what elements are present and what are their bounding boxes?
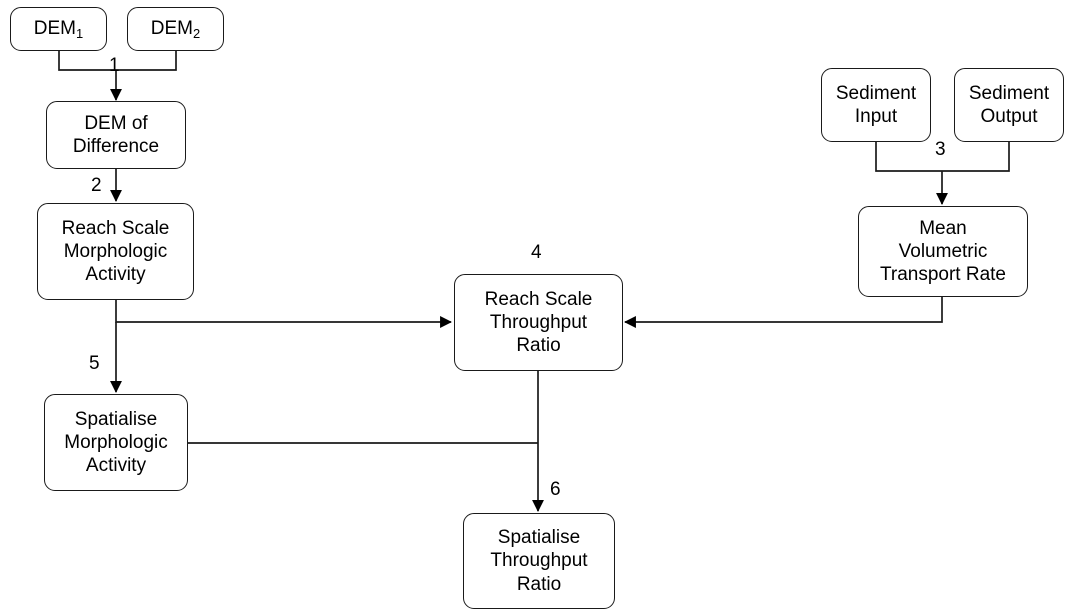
edge-label-step-5: 5 [89,353,100,374]
node-sediment-input-label: Sediment Input [835,82,917,127]
node-dem1[interactable]: DEM1 [10,7,107,51]
node-reach-scale-morphologic-activity[interactable]: Reach Scale Morphologic Activity [37,203,194,300]
node-spatialise-morphologic-activity[interactable]: Spatialise Morphologic Activity [44,394,188,491]
node-sediment-output[interactable]: Sediment Output [954,68,1064,142]
node-reach-scale-throughput-ratio[interactable]: Reach Scale Throughput Ratio [454,274,623,371]
edge-mvtr-to-rstr [624,297,943,328]
node-spatialise-morphologic-activity-label: Spatialise Morphologic Activity [64,408,168,477]
node-dem1-subscript: 1 [76,26,84,42]
node-sediment-input[interactable]: Sediment Input [821,68,931,142]
node-dem-of-difference[interactable]: DEM of Difference [46,101,186,169]
node-mean-volumetric-transport-rate-label: Mean Volumetric Transport Rate [879,217,1006,286]
node-reach-scale-throughput-ratio-label: Reach Scale Throughput Ratio [484,288,593,357]
node-reach-scale-morphologic-activity-label: Reach Scale Morphologic Activity [61,217,170,286]
edge-label-step-3: 3 [935,139,946,160]
edge-label-step-6: 6 [550,479,561,500]
node-dem1-label: DEM1 [33,18,84,42]
node-dem-of-difference-label: DEM of Difference [72,112,160,157]
node-mean-volumetric-transport-rate[interactable]: Mean Volumetric Transport Rate [858,206,1028,297]
node-dem2-label: DEM2 [150,18,201,42]
node-spatialise-throughput-ratio[interactable]: Spatialise Throughput Ratio [463,513,615,609]
node-dem2-subscript: 2 [193,26,201,42]
edge-label-step-4: 4 [531,242,542,263]
node-sediment-output-label: Sediment Output [968,82,1050,127]
node-spatialise-throughput-ratio-label: Spatialise Throughput Ratio [490,527,588,595]
edge-label-step-2: 2 [91,175,102,196]
edge-label-step-1: 1 [109,55,120,76]
edge-rsma-to-rstr [115,300,452,328]
node-dem2[interactable]: DEM2 [127,7,224,51]
